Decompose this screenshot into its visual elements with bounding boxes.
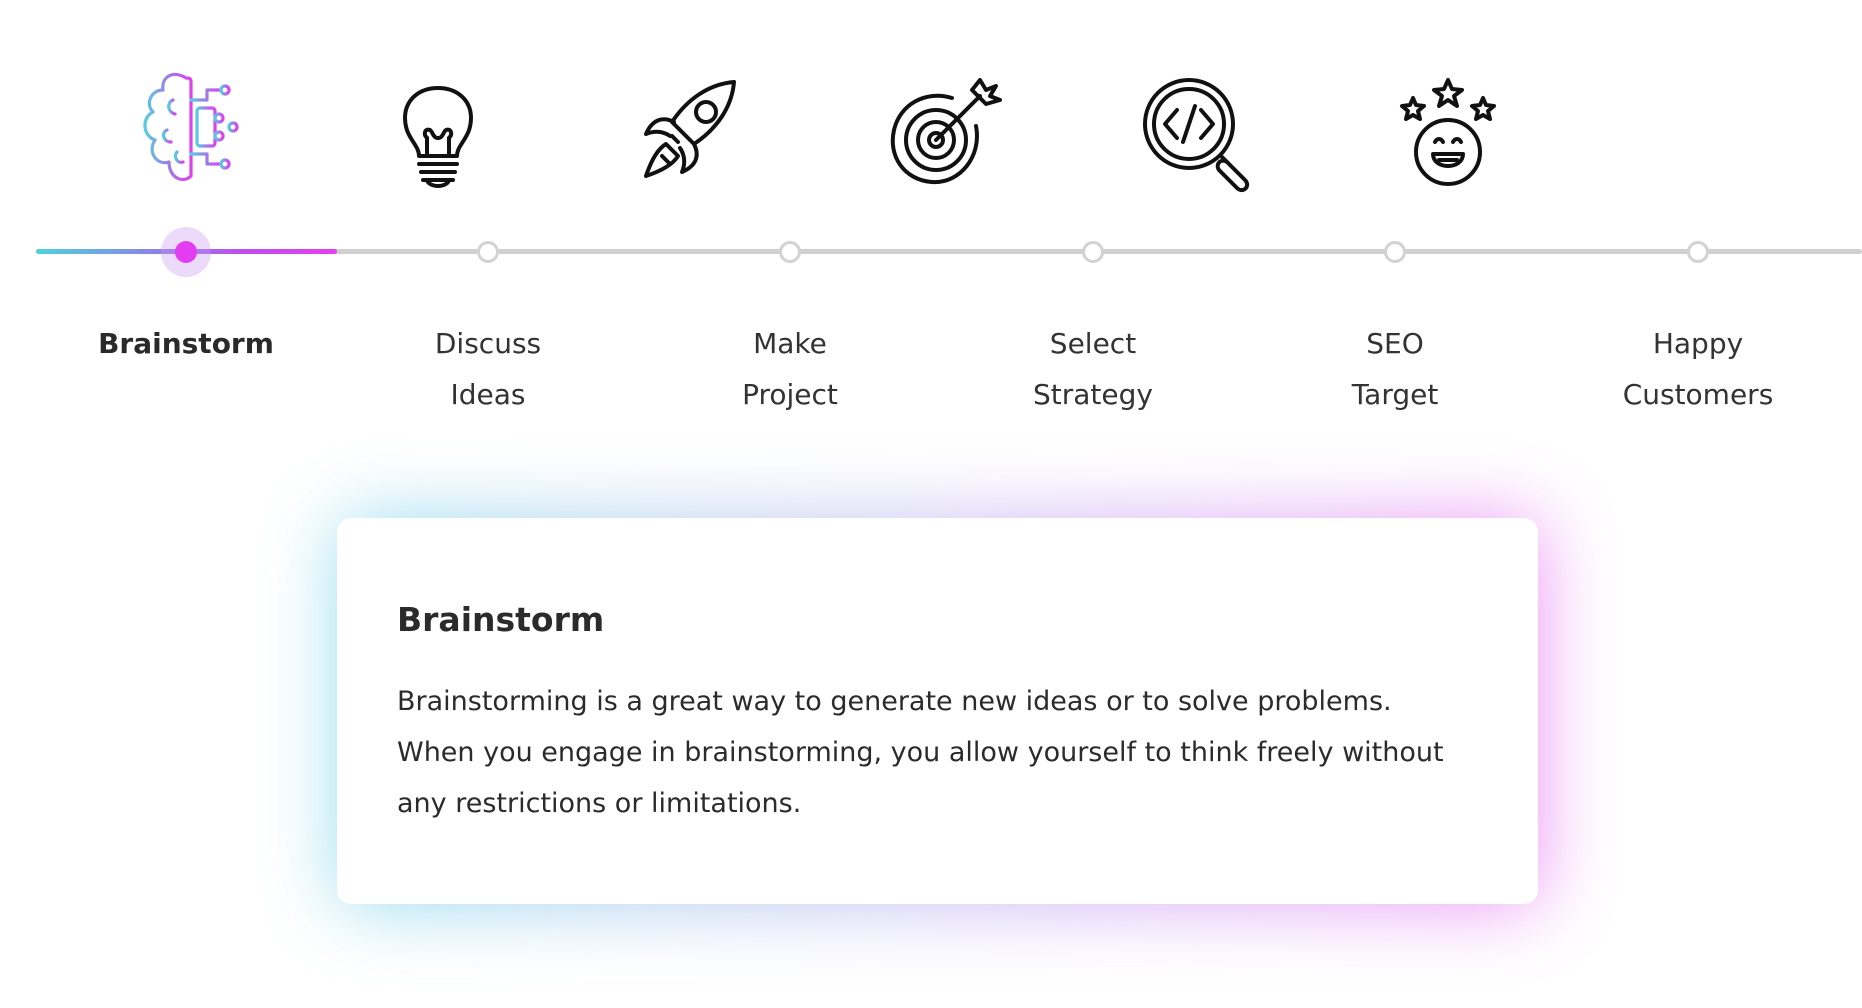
card-title: Brainstorm (397, 600, 605, 639)
timeline-track (36, 249, 1862, 254)
timeline-dot-select-strategy[interactable] (1082, 241, 1104, 263)
step-label-line: Happy (1652, 327, 1744, 360)
brain-circuit-icon (143, 72, 239, 182)
step-icon-seo-target[interactable] (1121, 60, 1271, 210)
step-label-happy-customers[interactable]: Happy Customers (1578, 318, 1818, 420)
step-icon-happy-customers[interactable] (1373, 60, 1523, 210)
step-icon-brainstorm[interactable] (111, 60, 261, 210)
timeline-dot-make-project[interactable] (779, 241, 801, 263)
code-magnifier-icon (1143, 78, 1250, 193)
rocket-icon (644, 80, 736, 178)
step-label-line: Ideas (450, 378, 526, 411)
step-icon-discuss-ideas[interactable] (363, 60, 513, 210)
timeline-dot-brainstorm[interactable] (161, 227, 211, 277)
timeline-dot-happy-customers[interactable] (1687, 241, 1709, 263)
card-description: Brainstorming is a great way to generate… (397, 686, 1444, 819)
step-label-line: Strategy (1033, 378, 1153, 411)
step-label-line: Make (753, 327, 827, 360)
step-icon-make-project[interactable] (616, 60, 766, 210)
step-label-line: Customers (1622, 378, 1774, 411)
step-label-line: Brainstorm (98, 327, 274, 360)
step-label-line: Project (742, 378, 838, 411)
lightbulb-icon (403, 86, 473, 188)
step-label-brainstorm[interactable]: Brainstorm (66, 318, 306, 369)
step-label-select-strategy[interactable]: Select Strategy (973, 318, 1213, 420)
target-arrow-icon (890, 78, 1002, 185)
timeline-dot-discuss-ideas[interactable] (477, 241, 499, 263)
step-label-line: Select (1049, 327, 1137, 360)
step-icon-select-strategy[interactable] (868, 60, 1018, 210)
step-detail-card: Brainstorm Brainstorming is a great way … (337, 518, 1538, 904)
step-label-line: Discuss (434, 327, 542, 360)
step-label-make-project[interactable]: Make Project (670, 318, 910, 420)
step-label-discuss-ideas[interactable]: Discuss Ideas (368, 318, 608, 420)
timeline-dot-seo-target[interactable] (1384, 241, 1406, 263)
step-label-line: SEO (1366, 327, 1424, 360)
happy-face-stars-icon (1400, 78, 1496, 186)
step-label-seo-target[interactable]: SEO Target (1275, 318, 1515, 420)
step-label-line: Target (1351, 378, 1439, 411)
